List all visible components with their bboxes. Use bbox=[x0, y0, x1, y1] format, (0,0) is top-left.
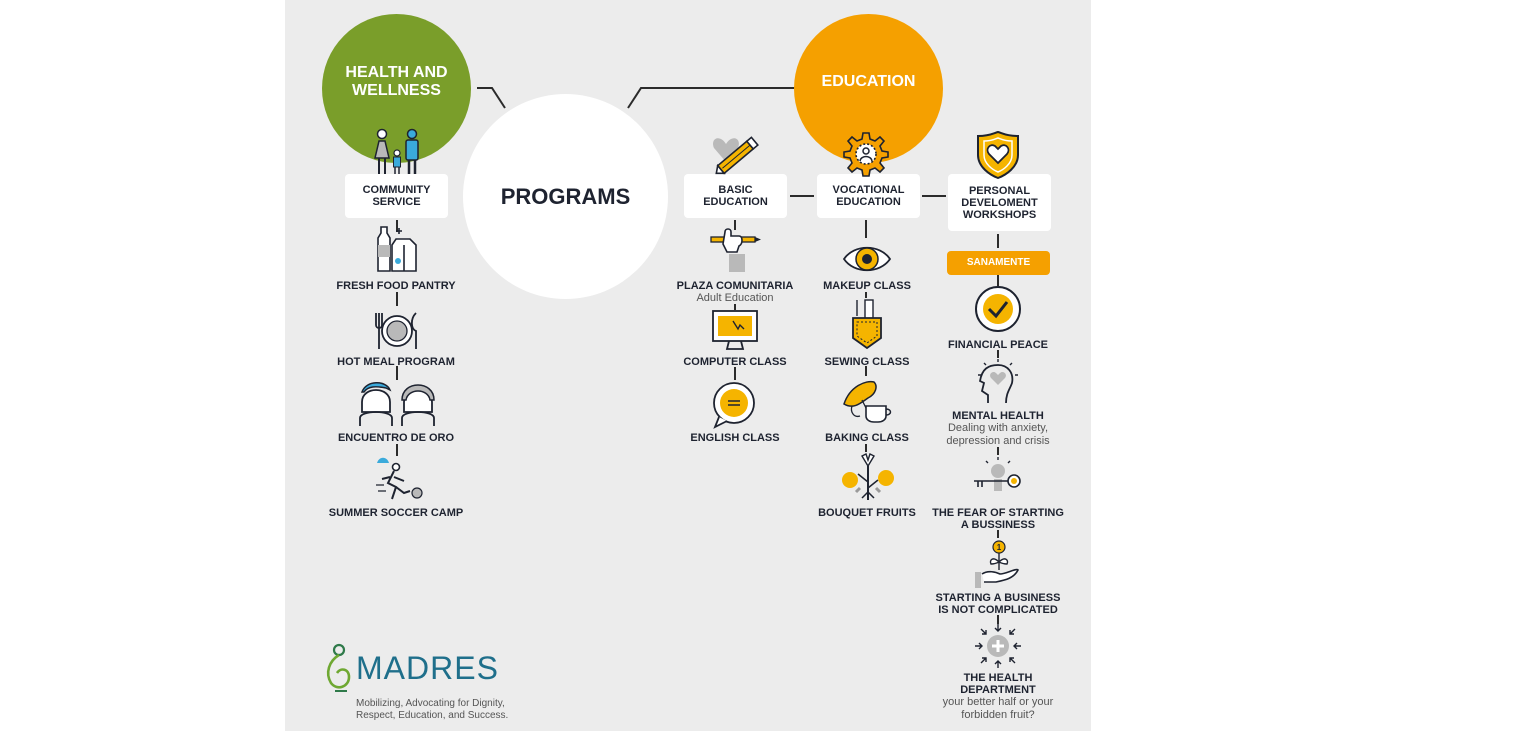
summer-soccer-camp-label: SUMMER SOCCER CAMP bbox=[328, 507, 464, 519]
sewing-pocket-icon bbox=[852, 299, 882, 350]
bouquet-fruits-label: BOUQUET FRUITS bbox=[818, 507, 916, 519]
english-class-label: ENGLISH CLASS bbox=[690, 432, 780, 444]
basic-education-box[interactable]: BASIC EDUCATION bbox=[684, 174, 787, 218]
vocational-education-box[interactable]: VOCATIONAL EDUCATION bbox=[817, 174, 920, 218]
programs-title: PROGRAMS bbox=[500, 183, 631, 209]
sewing-class-label: SEWING CLASS bbox=[824, 356, 910, 368]
sanamente-badge[interactable]: SANAMENTE bbox=[947, 251, 1050, 275]
fresh-food-pantry-label: FRESH FOOD PANTRY bbox=[336, 280, 456, 292]
health-wellness-circle: HEALTH AND WELLNESS bbox=[322, 14, 471, 163]
health-cross-icon bbox=[975, 624, 1021, 668]
line-programs-education bbox=[627, 87, 795, 109]
madres-logo-icon bbox=[326, 643, 351, 692]
fear-of-starting-label: THE FEAR OF STARTING A BUSSINESS bbox=[932, 507, 1064, 531]
croissant-coffee-icon bbox=[843, 380, 892, 423]
speech-bubble-icon bbox=[713, 382, 755, 429]
programs-circle: PROGRAMS bbox=[463, 94, 668, 299]
madres-tagline: Mobilizing, Advocating for Dignity, Resp… bbox=[356, 698, 509, 721]
mental-health-subtitle: Dealing with anxiety, depression and cri… bbox=[946, 422, 1050, 447]
elders-icon bbox=[359, 382, 435, 426]
financial-peace-label: FINANCIAL PEACE bbox=[947, 339, 1049, 351]
gear-person-icon bbox=[843, 132, 889, 177]
health-department-subtitle: your better half or your forbidden fruit… bbox=[942, 696, 1054, 721]
line-health-programs bbox=[477, 87, 506, 109]
encuentro-de-oro-label: ENCUENTRO DE ORO bbox=[337, 432, 455, 444]
svg-text:1: 1 bbox=[997, 543, 1002, 552]
pencil-heart-icon bbox=[713, 136, 759, 175]
baking-class-label: BAKING CLASS bbox=[825, 432, 909, 444]
hot-meal-program-label: HOT MEAL PROGRAM bbox=[337, 356, 455, 368]
community-service-box[interactable]: COMMUNITY SERVICE bbox=[345, 174, 448, 218]
hot-meal-icon bbox=[375, 312, 417, 349]
plaza-comunitaria-label: PLAZA COMUNITARIA bbox=[676, 280, 794, 292]
mental-health-label: MENTAL HEALTH bbox=[952, 410, 1044, 422]
writing-hand-icon bbox=[710, 228, 761, 272]
eye-icon bbox=[842, 246, 892, 272]
starting-business-label: STARTING A BUSINESS IS NOT COMPLICATED bbox=[935, 592, 1061, 616]
fruit-bouquet-icon bbox=[842, 453, 894, 500]
soccer-icon bbox=[376, 457, 423, 500]
key-lightbulb-icon bbox=[974, 457, 1021, 491]
madres-logo-text: MADRES bbox=[356, 650, 499, 686]
food-pantry-icon bbox=[377, 226, 417, 272]
health-department-label: THE HEALTH DEPARTMENT bbox=[960, 672, 1036, 696]
head-heart-icon bbox=[978, 359, 1018, 404]
computer-icon bbox=[712, 310, 758, 350]
health-title: HEALTH AND WELLNESS bbox=[345, 63, 448, 99]
coin-plant-icon: 1 bbox=[975, 540, 1019, 588]
shield-heart-icon bbox=[977, 131, 1019, 179]
education-title: EDUCATION bbox=[821, 72, 916, 90]
computer-class-label: COMPUTER CLASS bbox=[683, 356, 787, 368]
family-icon bbox=[374, 128, 419, 178]
plaza-comunitaria-subtitle: Adult Education bbox=[696, 292, 774, 304]
makeup-class-label: MAKEUP CLASS bbox=[823, 280, 911, 292]
personal-development-box[interactable]: PERSONAL DEVELOMENT WORKSHOPS bbox=[948, 174, 1051, 231]
check-badge-icon bbox=[975, 286, 1021, 332]
